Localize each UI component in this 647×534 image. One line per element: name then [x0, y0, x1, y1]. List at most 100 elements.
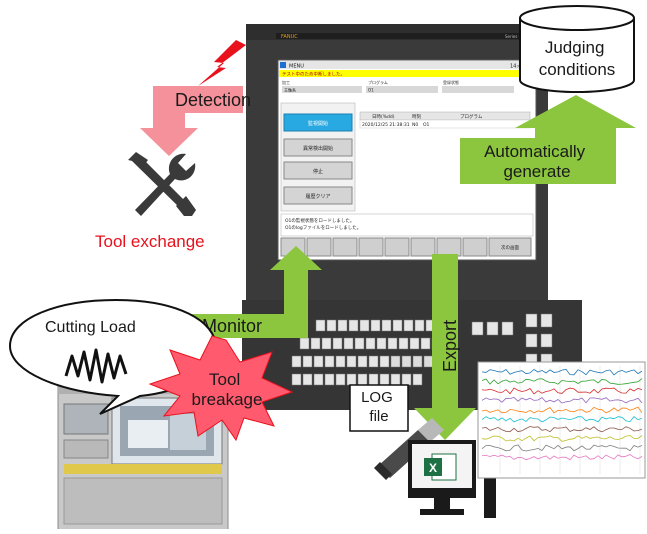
field-box-3: [442, 86, 514, 93]
svg-text:X: X: [429, 461, 437, 475]
softkey-6[interactable]: [410, 237, 436, 257]
key[interactable]: [335, 373, 346, 386]
key[interactable]: [302, 355, 313, 368]
key[interactable]: [420, 337, 431, 350]
database-icon: [519, 5, 635, 93]
message-line-1: O1の監視状態をロードしました。: [285, 217, 354, 224]
key[interactable]: [403, 319, 414, 332]
table-header-program: プログラム: [460, 113, 483, 120]
chart-series-line: [481, 435, 643, 442]
softkey-3[interactable]: [332, 237, 358, 257]
key[interactable]: [379, 355, 390, 368]
softkey-4[interactable]: [358, 237, 384, 257]
key[interactable]: [299, 337, 310, 350]
key[interactable]: [368, 373, 379, 386]
table-header-date: 日時(%dd): [372, 114, 395, 120]
field-label-2: プログラム: [368, 79, 388, 85]
key[interactable]: [401, 355, 412, 368]
key[interactable]: [525, 313, 538, 328]
field-box-1: [282, 86, 362, 93]
key[interactable]: [540, 333, 553, 348]
key[interactable]: [310, 337, 321, 350]
key[interactable]: [525, 333, 538, 348]
softkey-8[interactable]: [462, 237, 488, 257]
key[interactable]: [313, 355, 324, 368]
brand-strip: [276, 33, 544, 39]
field-value-2: O1: [368, 88, 374, 93]
key[interactable]: [412, 373, 423, 386]
softkey-5[interactable]: [384, 237, 410, 257]
key[interactable]: [291, 355, 302, 368]
key[interactable]: [398, 337, 409, 350]
alarm-bar: [279, 70, 535, 77]
key[interactable]: [343, 337, 354, 350]
key[interactable]: [540, 313, 553, 328]
start-monitor-label: 監視開始: [308, 120, 328, 127]
key[interactable]: [379, 373, 390, 386]
key[interactable]: [354, 337, 365, 350]
key[interactable]: [335, 355, 346, 368]
start-monitor-button[interactable]: [283, 113, 353, 132]
chart-series-line: [481, 416, 643, 423]
key[interactable]: [302, 373, 313, 386]
key[interactable]: [337, 319, 348, 332]
key[interactable]: [313, 373, 324, 386]
key[interactable]: [370, 319, 381, 332]
key[interactable]: [401, 373, 412, 386]
table-cell-time: N0: [412, 122, 418, 128]
key[interactable]: [387, 337, 398, 350]
cutting-load-label: Cutting Load: [45, 319, 136, 336]
clear-history-label: 履歴クリア: [305, 194, 330, 200]
key[interactable]: [359, 319, 370, 332]
key[interactable]: [324, 355, 335, 368]
key[interactable]: [414, 319, 425, 332]
key[interactable]: [348, 319, 359, 332]
key[interactable]: [332, 337, 343, 350]
softkey-7[interactable]: [436, 237, 462, 257]
log-chart-image: [477, 361, 646, 479]
key[interactable]: [315, 319, 326, 332]
message-area: [280, 213, 534, 237]
key[interactable]: [390, 373, 401, 386]
key[interactable]: [501, 321, 514, 336]
key[interactable]: [392, 319, 403, 332]
key[interactable]: [471, 321, 484, 336]
key[interactable]: [423, 355, 434, 368]
key[interactable]: [390, 355, 401, 368]
field-label-1: 加工: [282, 79, 290, 85]
key[interactable]: [321, 337, 332, 350]
softkey-next[interactable]: [488, 237, 532, 257]
keypad: [291, 313, 553, 388]
key[interactable]: [291, 373, 302, 386]
key[interactable]: [409, 337, 420, 350]
anomaly-detect-button[interactable]: [283, 138, 353, 157]
cnc-brand: FANUC: [281, 34, 298, 40]
key[interactable]: [346, 373, 357, 386]
cnc-title: MENU: [289, 64, 304, 70]
key[interactable]: [357, 355, 368, 368]
anomaly-detect-label: 異常検出開始: [303, 145, 333, 152]
stop-button[interactable]: [283, 161, 353, 180]
clear-history-button[interactable]: [283, 186, 353, 205]
key[interactable]: [326, 319, 337, 332]
key[interactable]: [357, 373, 368, 386]
auto-generate-arrow: [460, 95, 636, 184]
chart-series-line: [481, 368, 643, 376]
key[interactable]: [365, 337, 376, 350]
key[interactable]: [412, 355, 423, 368]
key[interactable]: [346, 355, 357, 368]
key[interactable]: [486, 321, 499, 336]
table-cell-program: O1: [423, 122, 430, 128]
table-cell-date: 2020/12/25 21:38:31: [362, 122, 410, 128]
cnc-screen: MENU 14:41:26 テスト中のため中断しました。 加工 プログラム 登録…: [277, 59, 537, 261]
key[interactable]: [381, 319, 392, 332]
key[interactable]: [368, 355, 379, 368]
key[interactable]: [324, 373, 335, 386]
softkey-2[interactable]: [306, 237, 332, 257]
detection-arrow: [140, 86, 243, 156]
key[interactable]: [376, 337, 387, 350]
log-file-box: [349, 384, 409, 432]
judging-conditions-label: Judging conditions: [539, 38, 616, 79]
